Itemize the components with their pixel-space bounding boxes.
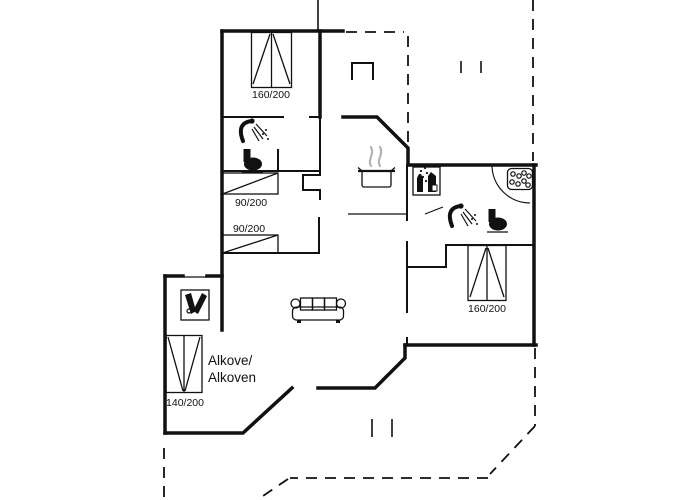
wall-living-southeast <box>316 343 407 390</box>
single-bed-b <box>221 234 279 254</box>
double-bed-right <box>467 244 507 302</box>
single-bed-a <box>221 172 279 195</box>
terrace-edge-diagonal-right <box>489 425 536 475</box>
bed-label-90-a: 90/200 <box>235 197 267 209</box>
wall-hall-west-with-duct <box>302 116 321 200</box>
chimney <box>351 62 374 80</box>
alcove-bed <box>165 334 203 394</box>
interior-walls <box>221 116 535 346</box>
door-arc-icon <box>491 164 531 204</box>
wall-bathroom2-bedroom3 <box>406 244 535 268</box>
bed-label-140: 140/200 <box>166 397 204 409</box>
wall-living-southwest <box>163 385 295 435</box>
alkove-label-line2: Alkoven <box>208 370 256 385</box>
double-bed-top-left <box>250 31 293 89</box>
sofa <box>290 297 347 323</box>
terrace-steps-top <box>460 61 482 73</box>
bed-label-160-right: 160/200 <box>468 303 506 315</box>
wood-stove-icon <box>180 289 210 321</box>
toilet-icon <box>242 149 263 173</box>
alkove-label-line1: Alkove/ <box>208 353 253 368</box>
bed-label-160-top: 160/200 <box>252 89 290 101</box>
washing-machine-icon <box>412 166 441 196</box>
shower-icon <box>238 118 269 143</box>
terrace-boundary-dashed <box>163 0 536 500</box>
shower-icon-2 <box>447 203 478 228</box>
bed-label-90-b: 90/200 <box>233 223 265 235</box>
wall-kitchen-northeast <box>341 115 538 167</box>
cooking-pot-icon <box>357 145 396 188</box>
terrace-steps-bottom <box>371 419 393 437</box>
labels: 160/200 90/200 90/200 160/200 140/200 Al… <box>166 89 506 409</box>
terrace-edge-diagonal-left <box>256 478 289 500</box>
toilet-icon-2 <box>487 209 508 233</box>
whirlpool-icon <box>506 167 534 191</box>
door-leaf-bathroom2 <box>424 206 444 215</box>
